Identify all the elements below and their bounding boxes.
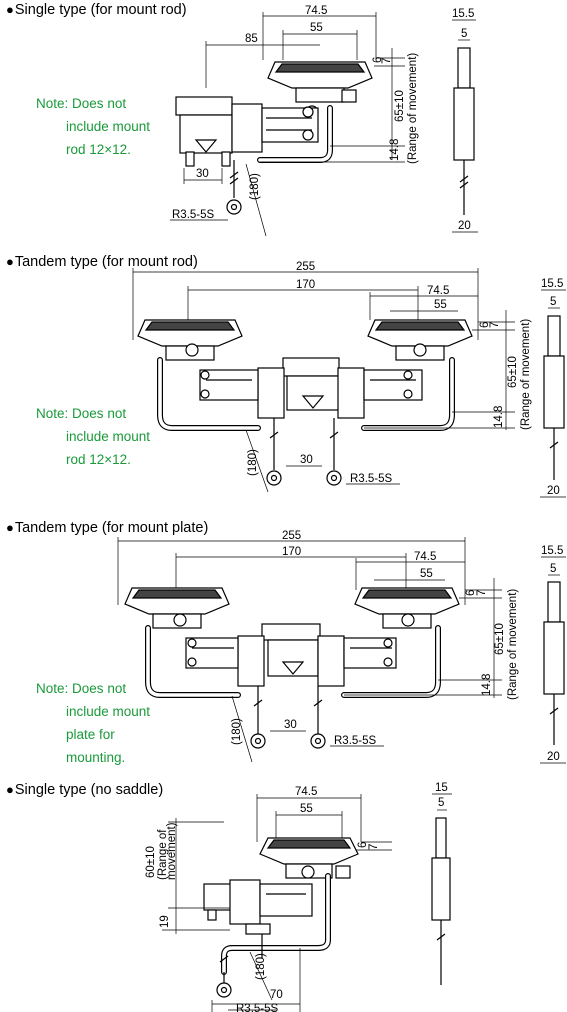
svg-text:15.5: 15.5: [541, 545, 563, 557]
svg-text:7: 7: [368, 844, 380, 850]
svg-text:(180): (180): [249, 173, 261, 200]
svg-text:5: 5: [550, 563, 556, 575]
svg-text:7: 7: [476, 590, 488, 596]
svg-text:65±10: 65±10: [507, 356, 519, 388]
bullet-icon: ●: [6, 520, 14, 535]
panel-2-drawing: 255 170 74.5 55 30 (180): [132, 261, 566, 498]
svg-text:20: 20: [458, 220, 471, 232]
svg-text:170: 170: [282, 546, 301, 558]
svg-text:(Range of: (Range of: [157, 829, 169, 880]
svg-text:55: 55: [310, 22, 323, 34]
svg-text:255: 255: [296, 261, 315, 273]
svg-text:6: 6: [372, 57, 384, 63]
svg-text:65±10: 65±10: [494, 623, 506, 655]
svg-text:74.5: 74.5: [414, 551, 436, 563]
note-panel-2: Note: Does not include mount rod 12×12.: [36, 406, 151, 467]
title-tandem-mount-rod: ●Tandem type (for mount rod): [6, 254, 198, 270]
bullet-icon: ●: [6, 2, 14, 17]
svg-text:30: 30: [196, 168, 209, 180]
svg-text:60±10: 60±10: [145, 846, 157, 878]
svg-text:14.8: 14.8: [493, 406, 505, 428]
svg-text:20: 20: [547, 485, 560, 497]
svg-text:R3.5-5S: R3.5-5S: [236, 1003, 279, 1012]
svg-text:6: 6: [357, 842, 369, 848]
svg-text:5: 5: [550, 296, 556, 308]
svg-text:15: 15: [435, 782, 448, 794]
title-tandem-mount-plate: ●Tandem type (for mount plate): [6, 520, 209, 536]
svg-text:(180): (180): [255, 953, 267, 980]
svg-text:70: 70: [270, 989, 283, 1001]
svg-text:30: 30: [300, 454, 313, 466]
svg-text:55: 55: [420, 568, 433, 580]
svg-text:5: 5: [438, 797, 444, 809]
svg-text:(180): (180): [231, 718, 243, 745]
svg-text:85: 85: [245, 33, 258, 45]
svg-text:65±10: 65±10: [394, 90, 406, 122]
note-panel-1: Note: Does not include mount rod 12×12.: [36, 96, 151, 157]
title-single-no-saddle: ●Single type (no saddle): [6, 782, 164, 798]
svg-text:6: 6: [465, 590, 477, 596]
panel-4-drawing: 74.5 55 70 (180) R3.5-5S 6 7 60±10 (Rang…: [145, 782, 452, 1012]
svg-text:(Range of movement): (Range of movement): [520, 319, 532, 430]
panel-1-drawing: 74.5 55 85 30 (180) R3.5-5S: [170, 5, 478, 237]
svg-text:55: 55: [300, 803, 313, 815]
svg-text:(Range of movement): (Range of movement): [507, 589, 519, 700]
svg-text:5: 5: [461, 28, 467, 40]
svg-text:R3.5-5S: R3.5-5S: [350, 473, 393, 485]
svg-text:R3.5-5S: R3.5-5S: [172, 209, 215, 221]
svg-text:74.5: 74.5: [427, 285, 449, 297]
svg-text:20: 20: [547, 751, 560, 763]
svg-text:19: 19: [159, 915, 171, 928]
svg-text:30: 30: [284, 719, 297, 731]
svg-text:movement): movement): [166, 822, 178, 880]
bullet-icon: ●: [6, 254, 14, 269]
svg-text:(180): (180): [247, 449, 259, 476]
svg-text:(Range of movement): (Range of movement): [407, 53, 419, 164]
svg-text:14.8: 14.8: [481, 674, 493, 696]
svg-text:7: 7: [489, 322, 501, 328]
panel-3-drawing: 255 170 74.5 55 30 (180) R3.5-5S: [117, 530, 566, 764]
svg-text:255: 255: [282, 530, 301, 542]
svg-text:14.8: 14.8: [389, 139, 401, 161]
svg-text:6: 6: [479, 322, 491, 328]
svg-text:74.5: 74.5: [295, 786, 317, 798]
svg-text:170: 170: [296, 279, 315, 291]
svg-text:R3.5-5S: R3.5-5S: [334, 735, 377, 747]
svg-text:55: 55: [434, 299, 447, 311]
title-single-mount-rod: ●Single type (for mount rod): [6, 2, 187, 18]
bullet-icon: ●: [6, 782, 14, 797]
svg-text:15.5: 15.5: [541, 278, 563, 290]
svg-text:7: 7: [381, 58, 393, 64]
note-panel-3: Note: Does not include mount plate for m…: [36, 681, 151, 765]
svg-text:15.5: 15.5: [452, 8, 474, 20]
dim-74-5: 74.5: [305, 5, 327, 17]
